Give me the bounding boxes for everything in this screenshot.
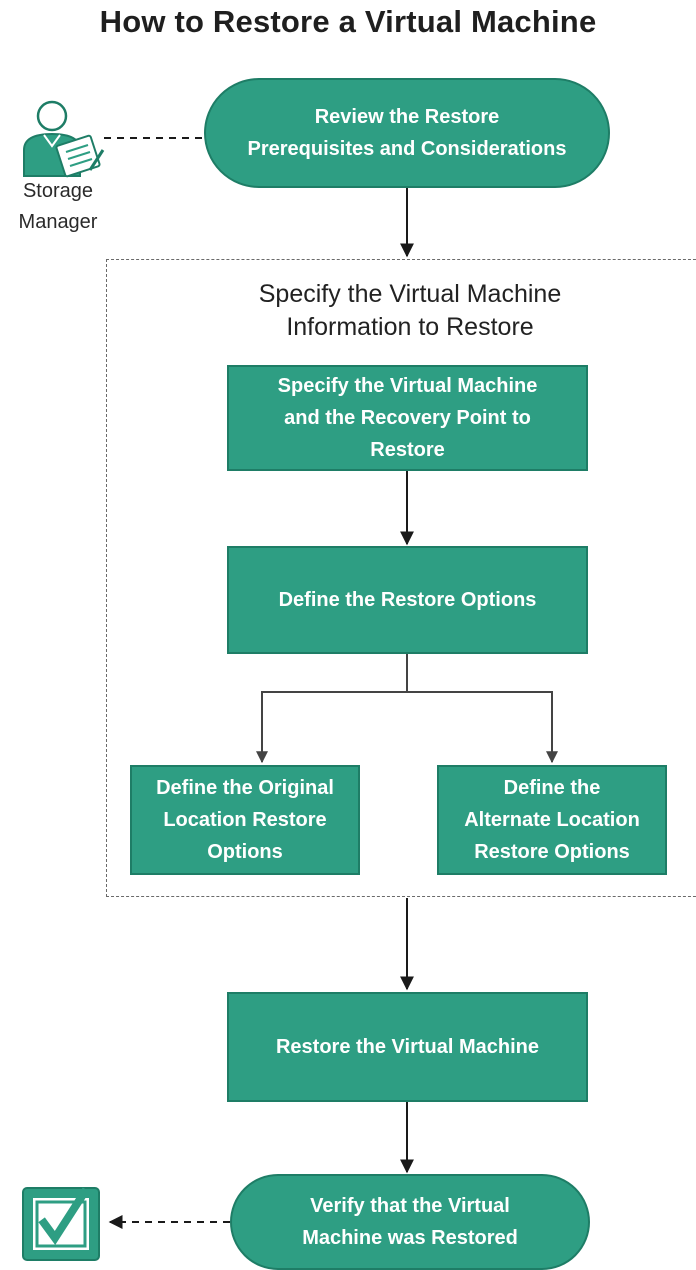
step-review-prerequisites[interactable]: Review the Restore Prerequisites and Con… [204, 78, 610, 188]
step-restore-vm[interactable]: Restore the Virtual Machine [227, 992, 588, 1102]
step-define-restore-options[interactable]: Define the Restore Options [227, 546, 588, 654]
step-verify-restored[interactable]: Verify that the Virtual Machine was Rest… [230, 1174, 590, 1270]
step-original-location-options[interactable]: Define the Original Location Restore Opt… [130, 765, 360, 875]
specify-info-group [106, 259, 696, 897]
step-specify-vm-recovery-point[interactable]: Specify the Virtual Machine and the Reco… [227, 365, 588, 471]
group-label: Specify the Virtual Machine Information … [258, 280, 562, 341]
checkbox-complete-icon [22, 1187, 100, 1261]
storage-manager-person-icon [23, 100, 105, 178]
page-title: How to Restore a Virtual Machine [99, 4, 597, 39]
actor-label: Storage Manager [18, 180, 98, 233]
split-connector [256, 654, 408, 764]
step-alternate-location-options[interactable]: Define the Alternate Location Restore Op… [437, 765, 667, 875]
split-connector-right [407, 691, 558, 764]
